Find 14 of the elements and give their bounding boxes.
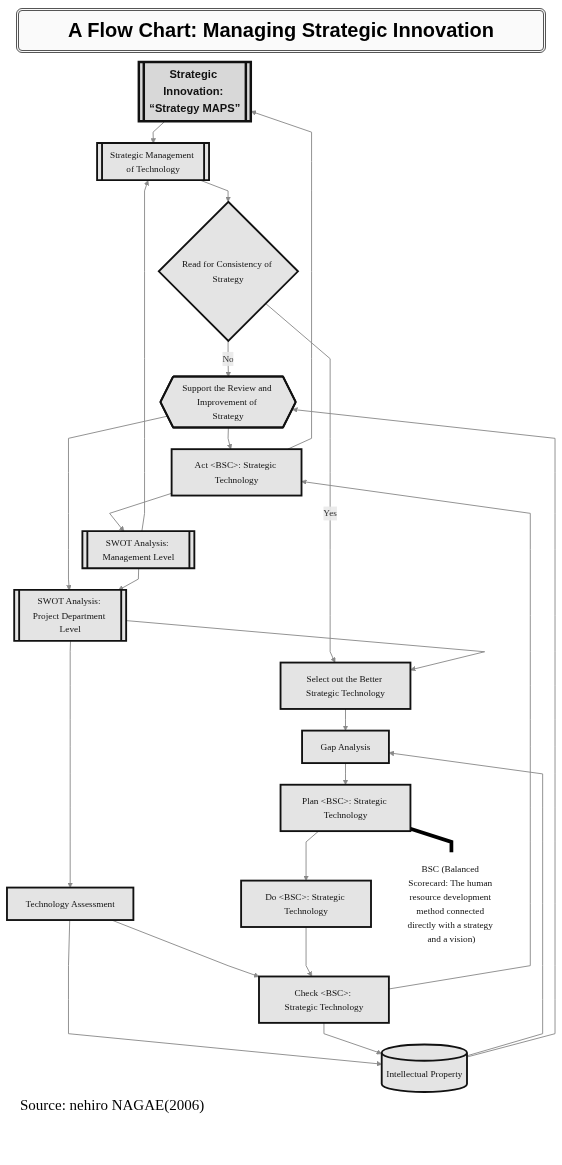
node-box: Select out the Better Strategic Technology (279, 661, 412, 710)
connector (409, 827, 454, 853)
source-caption: Source: nehiro NAGAE(2006) (20, 1097, 206, 1114)
node-box: Gap Analysis (301, 729, 390, 764)
edge-label: Yes (323, 508, 337, 519)
node-box: Technology Assessment (6, 886, 135, 921)
edge-label: No (222, 353, 234, 364)
node-diamond: Read for Consistency of Strategy (157, 200, 300, 343)
title-banner: A Flow Chart: Managing Strategic Innovation (16, 8, 546, 53)
node-box: Do <BSC>: Strategic Technology (240, 879, 372, 928)
node-box: Act <BSC>: Strategic Technology (170, 448, 303, 497)
node-box: Check <BSC>: Strategic Technology (258, 975, 390, 1024)
node-text: BSC (Balanced Scorecard: The human resource development method connected directly with a strategy and a vision) (407, 863, 493, 944)
node-box: Plan <BSC>: Strategic Technology (279, 783, 412, 833)
